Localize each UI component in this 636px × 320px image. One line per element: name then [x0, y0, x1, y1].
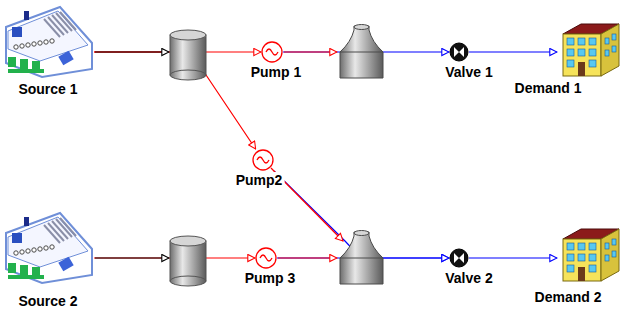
node-label: Pump 1: [249, 64, 304, 80]
source-node: Source 1: [2, 5, 94, 77]
pump-symbol: [261, 41, 283, 63]
node-label: Pump2: [234, 172, 285, 188]
node-label: Demand 1: [513, 80, 584, 96]
pump-discharge-pipe: [278, 257, 337, 258]
source-plant-icon: [6, 7, 92, 77]
pipe-connector: [469, 51, 557, 52]
node-label: Valve 1: [443, 64, 495, 80]
intake-pipe: [95, 258, 169, 259]
valve-symbol: [449, 248, 469, 268]
valve-node: Valve 1: [449, 42, 469, 62]
demand-node: Demand 1: [557, 20, 619, 78]
node-label: Demand 2: [533, 289, 604, 305]
pump-node: Pump2: [252, 149, 274, 171]
pump-node: Pump 1: [261, 41, 283, 63]
valve-node: Valve 2: [449, 248, 469, 268]
demand-node: Demand 2: [557, 225, 619, 283]
source-plant-icon: [6, 213, 92, 283]
pump-symbol: [255, 247, 277, 269]
pump-node: Pump 3: [255, 247, 277, 269]
demand-building: [563, 24, 619, 76]
node-label: Source 1: [16, 81, 79, 97]
valve-symbol: [449, 42, 469, 62]
pump-symbol: [252, 149, 274, 171]
node-label: Valve 2: [443, 270, 495, 286]
storage-tank: [170, 30, 206, 80]
source-node: Source 2: [2, 211, 94, 283]
pipe-connector: [469, 257, 557, 258]
pump-discharge-pipe: [284, 51, 337, 52]
intake-pipe: [95, 52, 169, 53]
node-label: Source 2: [16, 293, 79, 309]
elevated-tank: [340, 231, 383, 285]
elevated-tank: [340, 25, 383, 79]
demand-building: [563, 229, 619, 281]
storage-tank: [170, 236, 206, 286]
node-label: Pump 3: [243, 270, 298, 286]
